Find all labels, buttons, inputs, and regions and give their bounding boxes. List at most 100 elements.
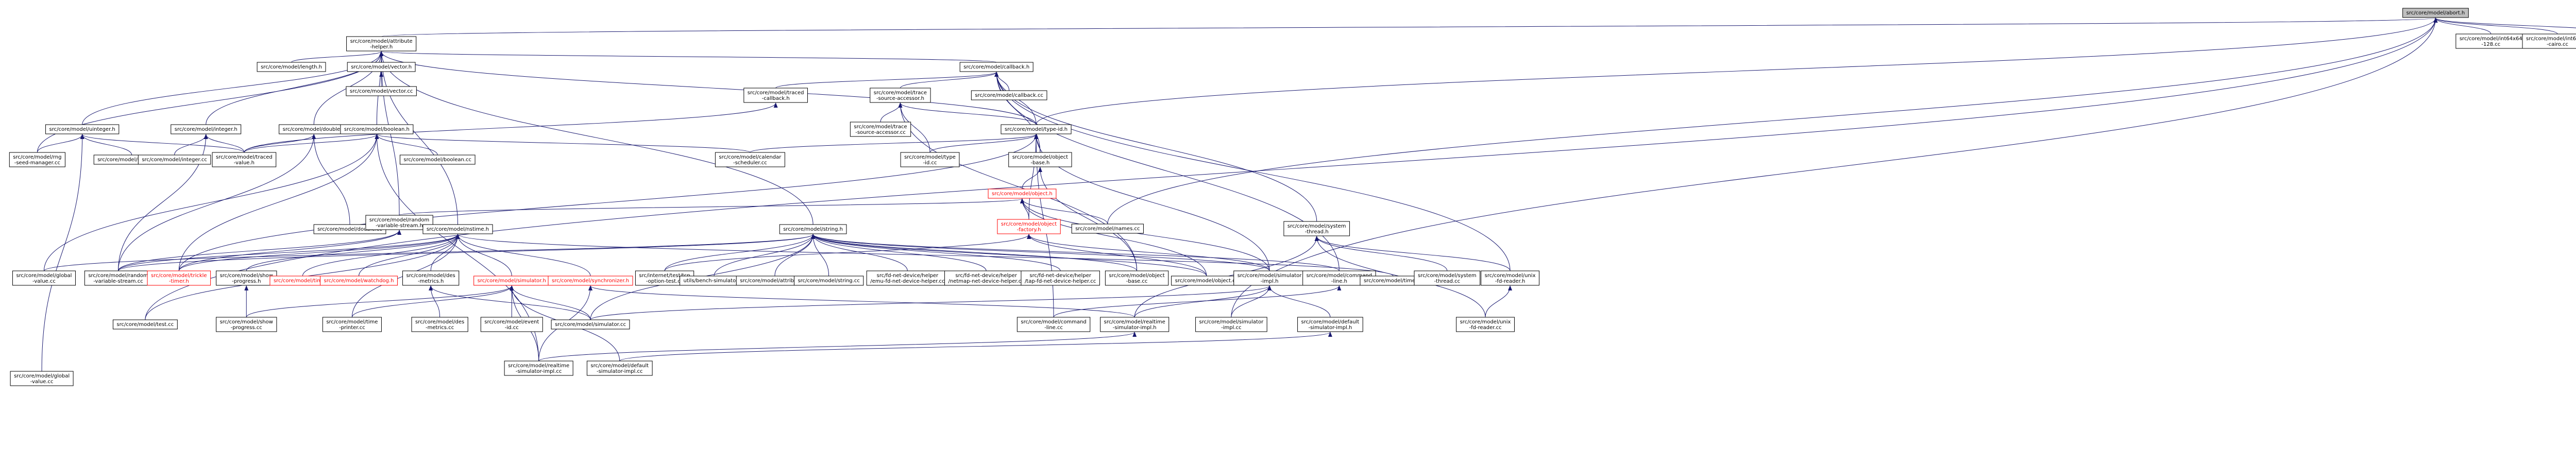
node-rtsimimplcc[interactable]: src/core/model/realtime-simulator-impl.c… bbox=[504, 360, 573, 376]
node-vectorcc[interactable]: src/core/model/vector.cc bbox=[346, 86, 417, 96]
node-integerh[interactable]: src/core/model/integer.h bbox=[171, 124, 242, 134]
node-tracedcb[interactable]: src/core/model/traced-callback.h bbox=[743, 88, 808, 103]
node-label: src/core/model/command bbox=[1021, 319, 1086, 325]
node-box bbox=[171, 124, 242, 134]
node-box bbox=[870, 88, 931, 103]
node-callbackcc[interactable]: src/core/model/callback.cc bbox=[971, 90, 1047, 100]
node-label: src/core/model/boolean.h bbox=[344, 127, 410, 132]
node-label: src/core/model/uinteger.cc bbox=[97, 157, 166, 163]
node-nstimecc[interactable]: src/core/model/time.cc bbox=[1360, 276, 1427, 286]
node-typeidh[interactable]: src/core/model/type-id.h bbox=[1001, 124, 1072, 134]
edge-randomvscc-to-randomvsh bbox=[117, 230, 401, 271]
node-label: utils/bench-simulator.cc bbox=[684, 278, 745, 284]
node-booleanh[interactable]: src/core/model/boolean.h bbox=[340, 124, 414, 134]
node-box bbox=[9, 152, 65, 167]
node-unixfdcc[interactable]: src/core/model/unix-fd-reader.cc bbox=[1456, 317, 1515, 332]
node-globalvalue2[interactable]: src/core/model/global-value.cc bbox=[12, 270, 76, 286]
node-watchdog[interactable]: src/core/model/watchdog.h bbox=[320, 276, 398, 286]
edge-showprogcc-to-simulatorh bbox=[246, 285, 514, 318]
edge-fdtap-to-stringh bbox=[811, 234, 1061, 271]
node-label: -128.cc bbox=[2481, 42, 2500, 47]
node-int64x128[interactable]: src/core/model/int64x64-128.cc bbox=[2455, 33, 2527, 49]
node-fdnetmap[interactable]: src/fd-net-device/helper/netmap-net-devi… bbox=[944, 270, 1028, 286]
node-showprogh[interactable]: src/core/model/show-progress.h bbox=[216, 270, 277, 286]
node-calendar[interactable]: src/core/model/calendar-scheduler.cc bbox=[715, 152, 785, 167]
edge-simimplcc-to-root bbox=[1231, 18, 2438, 318]
node-label: -thread.cc bbox=[1434, 279, 1461, 284]
node-unixfdh[interactable]: src/core/model/unix-fd-reader.h bbox=[1481, 270, 1539, 286]
node-doubleh[interactable]: src/core/model/double.h bbox=[279, 124, 349, 134]
node-length[interactable]: src/core/model/length.h bbox=[257, 62, 326, 72]
edge-objectcc-to-stringh bbox=[811, 234, 1207, 277]
edge-callbackh-to-attr bbox=[380, 51, 997, 63]
node-objbaseh[interactable]: src/core/model/object-base.h bbox=[1008, 152, 1072, 167]
node-label: src/core/model/vector.cc bbox=[350, 89, 413, 94]
node-rngseed[interactable]: src/core/model/rng-seed-manager.cc bbox=[9, 152, 65, 167]
node-randomvsh[interactable]: src/core/model/random-variable-stream.h bbox=[365, 215, 433, 230]
node-label: src/core/model/simulator.cc bbox=[555, 322, 626, 328]
node-defsimimplh[interactable]: src/core/model/default-simulator-impl.h bbox=[1297, 317, 1363, 332]
node-globalvalue[interactable]: src/core/model/global-value.cc bbox=[10, 371, 74, 386]
node-label: -source-accessor.cc bbox=[855, 130, 906, 135]
node-simulatorcc[interactable]: src/core/model/simulator.cc bbox=[551, 319, 630, 330]
node-callbackh[interactable]: src/core/model/callback.h bbox=[959, 62, 1033, 72]
node-int64cairo[interactable]: src/core/model/int64x64-cairo.cc bbox=[2522, 33, 2576, 49]
node-showprogcc[interactable]: src/core/model/show-progress.cc bbox=[216, 317, 277, 332]
node-testcc[interactable]: src/core/model/test.cc bbox=[112, 319, 178, 330]
node-stringcc[interactable]: src/core/model/string.cc bbox=[793, 276, 864, 286]
node-cmdlinecc[interactable]: src/core/model/command-line.cc bbox=[1016, 317, 1091, 332]
node-fdemu[interactable]: src/fd-net-device/helper/emu-fd-net-devi… bbox=[866, 270, 949, 286]
node-box bbox=[586, 360, 653, 376]
node-namescc[interactable]: src/core/model/names.cc bbox=[1071, 224, 1144, 234]
node-nstimeh[interactable]: src/core/model/nstime.h bbox=[422, 224, 493, 234]
node-box bbox=[1021, 270, 1100, 286]
node-objfactoryh[interactable]: src/core/model/object-factory.h bbox=[997, 219, 1061, 234]
node-label: -impl.h bbox=[1261, 279, 1279, 284]
node-objecth[interactable]: src/core/model/object.h bbox=[988, 188, 1057, 199]
node-label: src/core/model/vector.h bbox=[351, 64, 412, 70]
node-label: src/core/model/double.cc bbox=[317, 227, 382, 232]
node-randomvscc[interactable]: src/core/model/random-variable-stream.cc bbox=[84, 270, 152, 286]
node-systhreadcc[interactable]: src/core/model/system-thread.cc bbox=[1414, 270, 1481, 286]
node-label: src/core/model/traced bbox=[748, 90, 804, 96]
node-label: src/core/model/string.cc bbox=[798, 278, 859, 284]
node-desmetricscc[interactable]: src/core/model/des-metrics.cc bbox=[411, 317, 468, 332]
node-label: -value.h bbox=[234, 160, 255, 166]
node-label: -fd-reader.cc bbox=[1469, 325, 1501, 331]
node-label: -simulator-impl.h bbox=[1113, 325, 1157, 331]
node-objectcc[interactable]: src/core/model/object.cc bbox=[1171, 276, 1242, 286]
node-simimplh[interactable]: src/core/model/simulator-impl.h bbox=[1233, 270, 1306, 286]
node-desmetricsh[interactable]: src/core/model/des-metrics.h bbox=[402, 270, 460, 286]
node-eventidcc[interactable]: src/core/model/event-id.cc bbox=[480, 317, 543, 332]
node-trickle[interactable]: src/core/model/trickle-timer.h bbox=[147, 270, 211, 286]
node-synchronizer[interactable]: src/core/model/synchronizer.h bbox=[548, 276, 633, 286]
node-typeidcc[interactable]: src/core/model/type-id.cc bbox=[900, 152, 960, 167]
node-box bbox=[1456, 317, 1515, 332]
node-defsimimplcc[interactable]: src/core/model/default-simulator-impl.cc bbox=[586, 360, 653, 376]
node-timeprinter[interactable]: src/core/model/time-printer.cc bbox=[322, 317, 382, 332]
node-box bbox=[45, 124, 120, 134]
node-fdtap[interactable]: src/fd-net-device/helper/tap-fd-net-devi… bbox=[1021, 270, 1100, 286]
edge-tracedvalue-to-uintegerh bbox=[80, 134, 245, 153]
node-rtsimimplh[interactable]: src/core/model/realtime-simulator-impl.h bbox=[1100, 317, 1170, 332]
node-label: -cairo.cc bbox=[2547, 42, 2568, 47]
node-uintegerh[interactable]: src/core/model/uinteger.h bbox=[45, 124, 120, 134]
node-tsah[interactable]: src/core/model/trace-source-accessor.h bbox=[870, 88, 931, 103]
node-tracedvalue[interactable]: src/core/model/traced-value.h bbox=[212, 152, 277, 167]
node-integercc[interactable]: src/core/model/integer.cc bbox=[138, 154, 211, 165]
node-box bbox=[1001, 124, 1072, 134]
node-systhread[interactable]: src/core/model/system-thread.h bbox=[1283, 221, 1350, 236]
node-box bbox=[971, 90, 1047, 100]
node-stringh[interactable]: src/core/model/string.h bbox=[779, 224, 847, 234]
node-tsacc[interactable]: src/core/model/trace-source-accessor.cc bbox=[850, 122, 911, 137]
node-attr[interactable]: src/core/model/attribute-helper.h bbox=[346, 36, 417, 51]
node-box bbox=[84, 270, 152, 286]
node-simulatorh[interactable]: src/core/model/simulator.h bbox=[473, 276, 550, 286]
node-vectorh[interactable]: src/core/model/vector.h bbox=[347, 62, 416, 72]
node-simimplcc[interactable]: src/core/model/simulator-impl.cc bbox=[1195, 317, 1267, 332]
node-objbasecc[interactable]: src/core/model/object-base.cc bbox=[1105, 270, 1169, 286]
node-booleancc[interactable]: src/core/model/boolean.cc bbox=[399, 154, 476, 165]
node-box bbox=[944, 270, 1028, 286]
node-box bbox=[900, 152, 960, 167]
